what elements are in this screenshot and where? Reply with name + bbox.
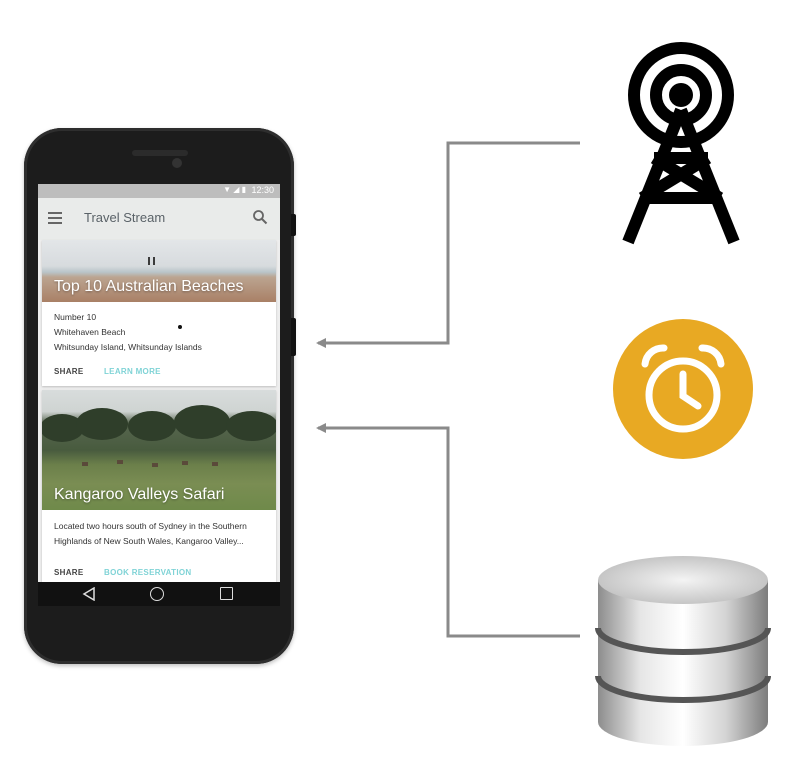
database-connector — [316, 423, 580, 638]
database-icon — [595, 556, 771, 746]
android-nav-bar — [38, 582, 280, 606]
share-button[interactable]: SHARE — [54, 568, 84, 577]
cursor-dot — [178, 325, 182, 329]
card-line: Number 10 — [54, 312, 97, 322]
phone-camera — [172, 158, 182, 168]
volume-button — [291, 318, 296, 356]
back-icon[interactable] — [82, 587, 96, 601]
card-body: Located two hours south of Sydney in the… — [54, 519, 268, 549]
card-title: Kangaroo Valleys Safari — [54, 486, 225, 503]
safari-image — [42, 390, 276, 510]
learn-more-button[interactable]: LEARN MORE — [104, 367, 161, 376]
recent-apps-icon[interactable] — [220, 587, 233, 600]
card-line: Whitsunday Island, Whitsunday Islands — [54, 342, 202, 352]
status-time: 12:30 — [251, 185, 274, 195]
phone-device: ▼ ◢ ▮ 12:30 Travel Stream Top 10 Austral… — [24, 128, 296, 664]
signal-icon: ▼ ◢ ▮ — [223, 185, 246, 194]
app-title: Travel Stream — [84, 210, 166, 225]
phone-speaker — [132, 150, 188, 156]
card-line: Whitehaven Beach — [54, 327, 126, 337]
cell-tower-icon — [622, 42, 740, 245]
search-icon[interactable] — [252, 209, 268, 225]
hamburger-menu-icon[interactable] — [48, 212, 62, 227]
beach-people — [148, 257, 155, 265]
safari-scene — [42, 405, 276, 467]
card-body: Number 10 Whitehaven Beach Whitsunday Is… — [54, 310, 202, 355]
share-button[interactable]: SHARE — [54, 367, 84, 376]
home-icon[interactable] — [150, 587, 164, 601]
card-australian-beaches[interactable]: Top 10 Australian Beaches Number 10 Whit… — [42, 240, 276, 386]
power-button — [291, 214, 296, 236]
tower-connector — [316, 141, 580, 348]
book-reservation-button[interactable]: BOOK RESERVATION — [104, 568, 192, 577]
app-bar: Travel Stream — [38, 198, 280, 240]
card-line: Located two hours south of Sydney in the… — [54, 521, 247, 531]
beach-image — [42, 240, 276, 302]
card-title: Top 10 Australian Beaches — [54, 278, 244, 295]
status-bar: ▼ ◢ ▮ 12:30 — [38, 184, 280, 198]
card-line: Highlands of New South Wales, Kangaroo V… — [54, 536, 244, 546]
phone-screen: ▼ ◢ ▮ 12:30 Travel Stream Top 10 Austral… — [38, 184, 280, 606]
alarm-clock-icon — [613, 319, 753, 459]
card-kangaroo-safari[interactable]: Kangaroo Valleys Safari Located two hour… — [42, 390, 276, 586]
